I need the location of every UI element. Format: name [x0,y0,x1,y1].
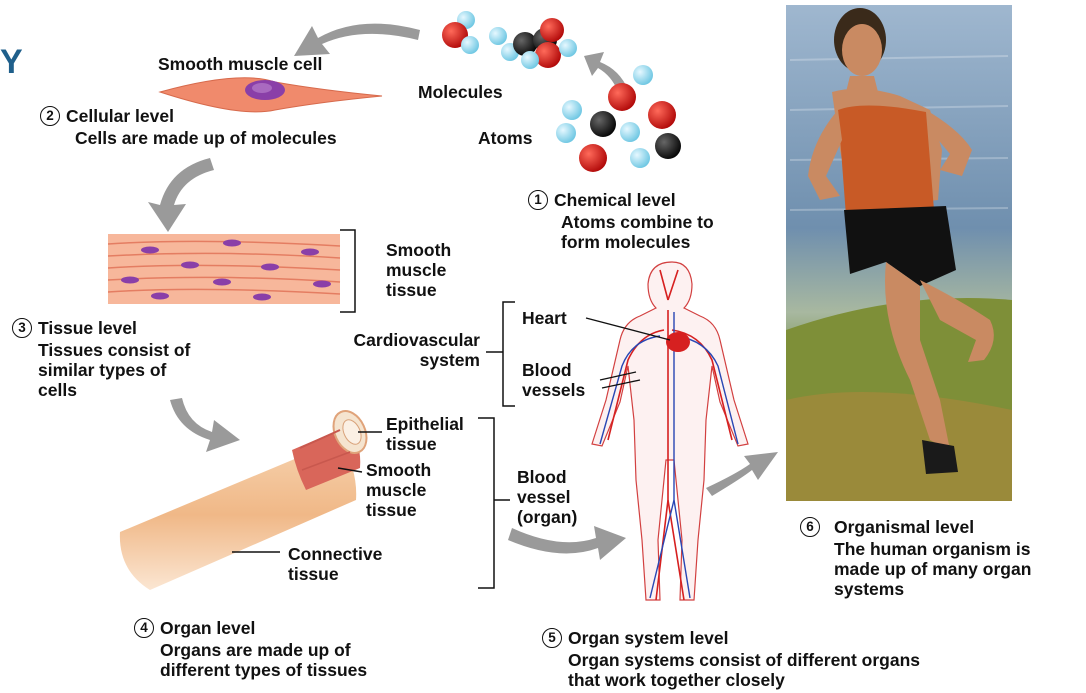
level-1-number: 1 [528,190,548,210]
cropped-heading-letter: Y [0,42,23,82]
level-3-description: Tissues consist of similar types of cell… [38,340,190,400]
level-2-number: 2 [40,106,60,126]
level-4-description: Organs are made up of different types of… [160,640,367,680]
smooth-muscle-cell-illustration [160,78,382,112]
organ-bracket [478,418,494,588]
level-3-number: 3 [12,318,32,338]
connective-tissue-label: Connective tissue [288,544,382,584]
tissue-bracket [340,230,355,312]
cardiovascular-system-label: Cardiovascular system [310,330,480,370]
level-4-number: 4 [134,618,154,638]
cardiovascular-system-illustration [592,262,748,600]
arrow-tissue-to-organ [170,398,240,452]
arrow-cell-to-tissue [148,158,214,232]
arrow-molecules-to-cell [294,24,420,56]
epithelial-tissue-label: Epithelial tissue [386,414,464,454]
level-2-title: Cellular level [66,106,174,126]
arrow-system-to-organism [706,452,778,496]
level-6-title: Organismal level [834,517,974,537]
arrow-organ-to-system [508,526,626,560]
runner-photograph [786,5,1012,501]
smooth-muscle-cell-label: Smooth muscle cell [158,54,322,74]
level-1-description: Atoms combine to form molecules [561,212,714,252]
molecules-label: Molecules [418,82,503,102]
organ-smooth-muscle-tissue-label: Smooth muscle tissue [366,460,431,520]
heart-label: Heart [522,308,567,328]
atoms-label: Atoms [478,128,532,148]
blood-vessels-label: Blood vessels [522,360,585,400]
level-6-number: 6 [800,517,820,537]
smooth-muscle-tissue-label: Smooth muscle tissue [386,240,451,300]
level-2-description: Cells are made up of molecules [75,128,337,148]
level-5-number: 5 [542,628,562,648]
level-5-description: Organ systems consist of different organ… [568,650,920,690]
level-5-title: Organ system level [568,628,729,648]
smooth-muscle-tissue-illustration [108,234,340,304]
level-6-description: The human organism is made up of many or… [834,539,1031,599]
blood-vessel-organ-label: Blood vessel (organ) [517,467,577,527]
molecules-cluster [442,11,577,69]
system-bracket [503,302,515,406]
level-1-title: Chemical level [554,190,676,210]
level-3-title: Tissue level [38,318,137,338]
level-4-title: Organ level [160,618,255,638]
